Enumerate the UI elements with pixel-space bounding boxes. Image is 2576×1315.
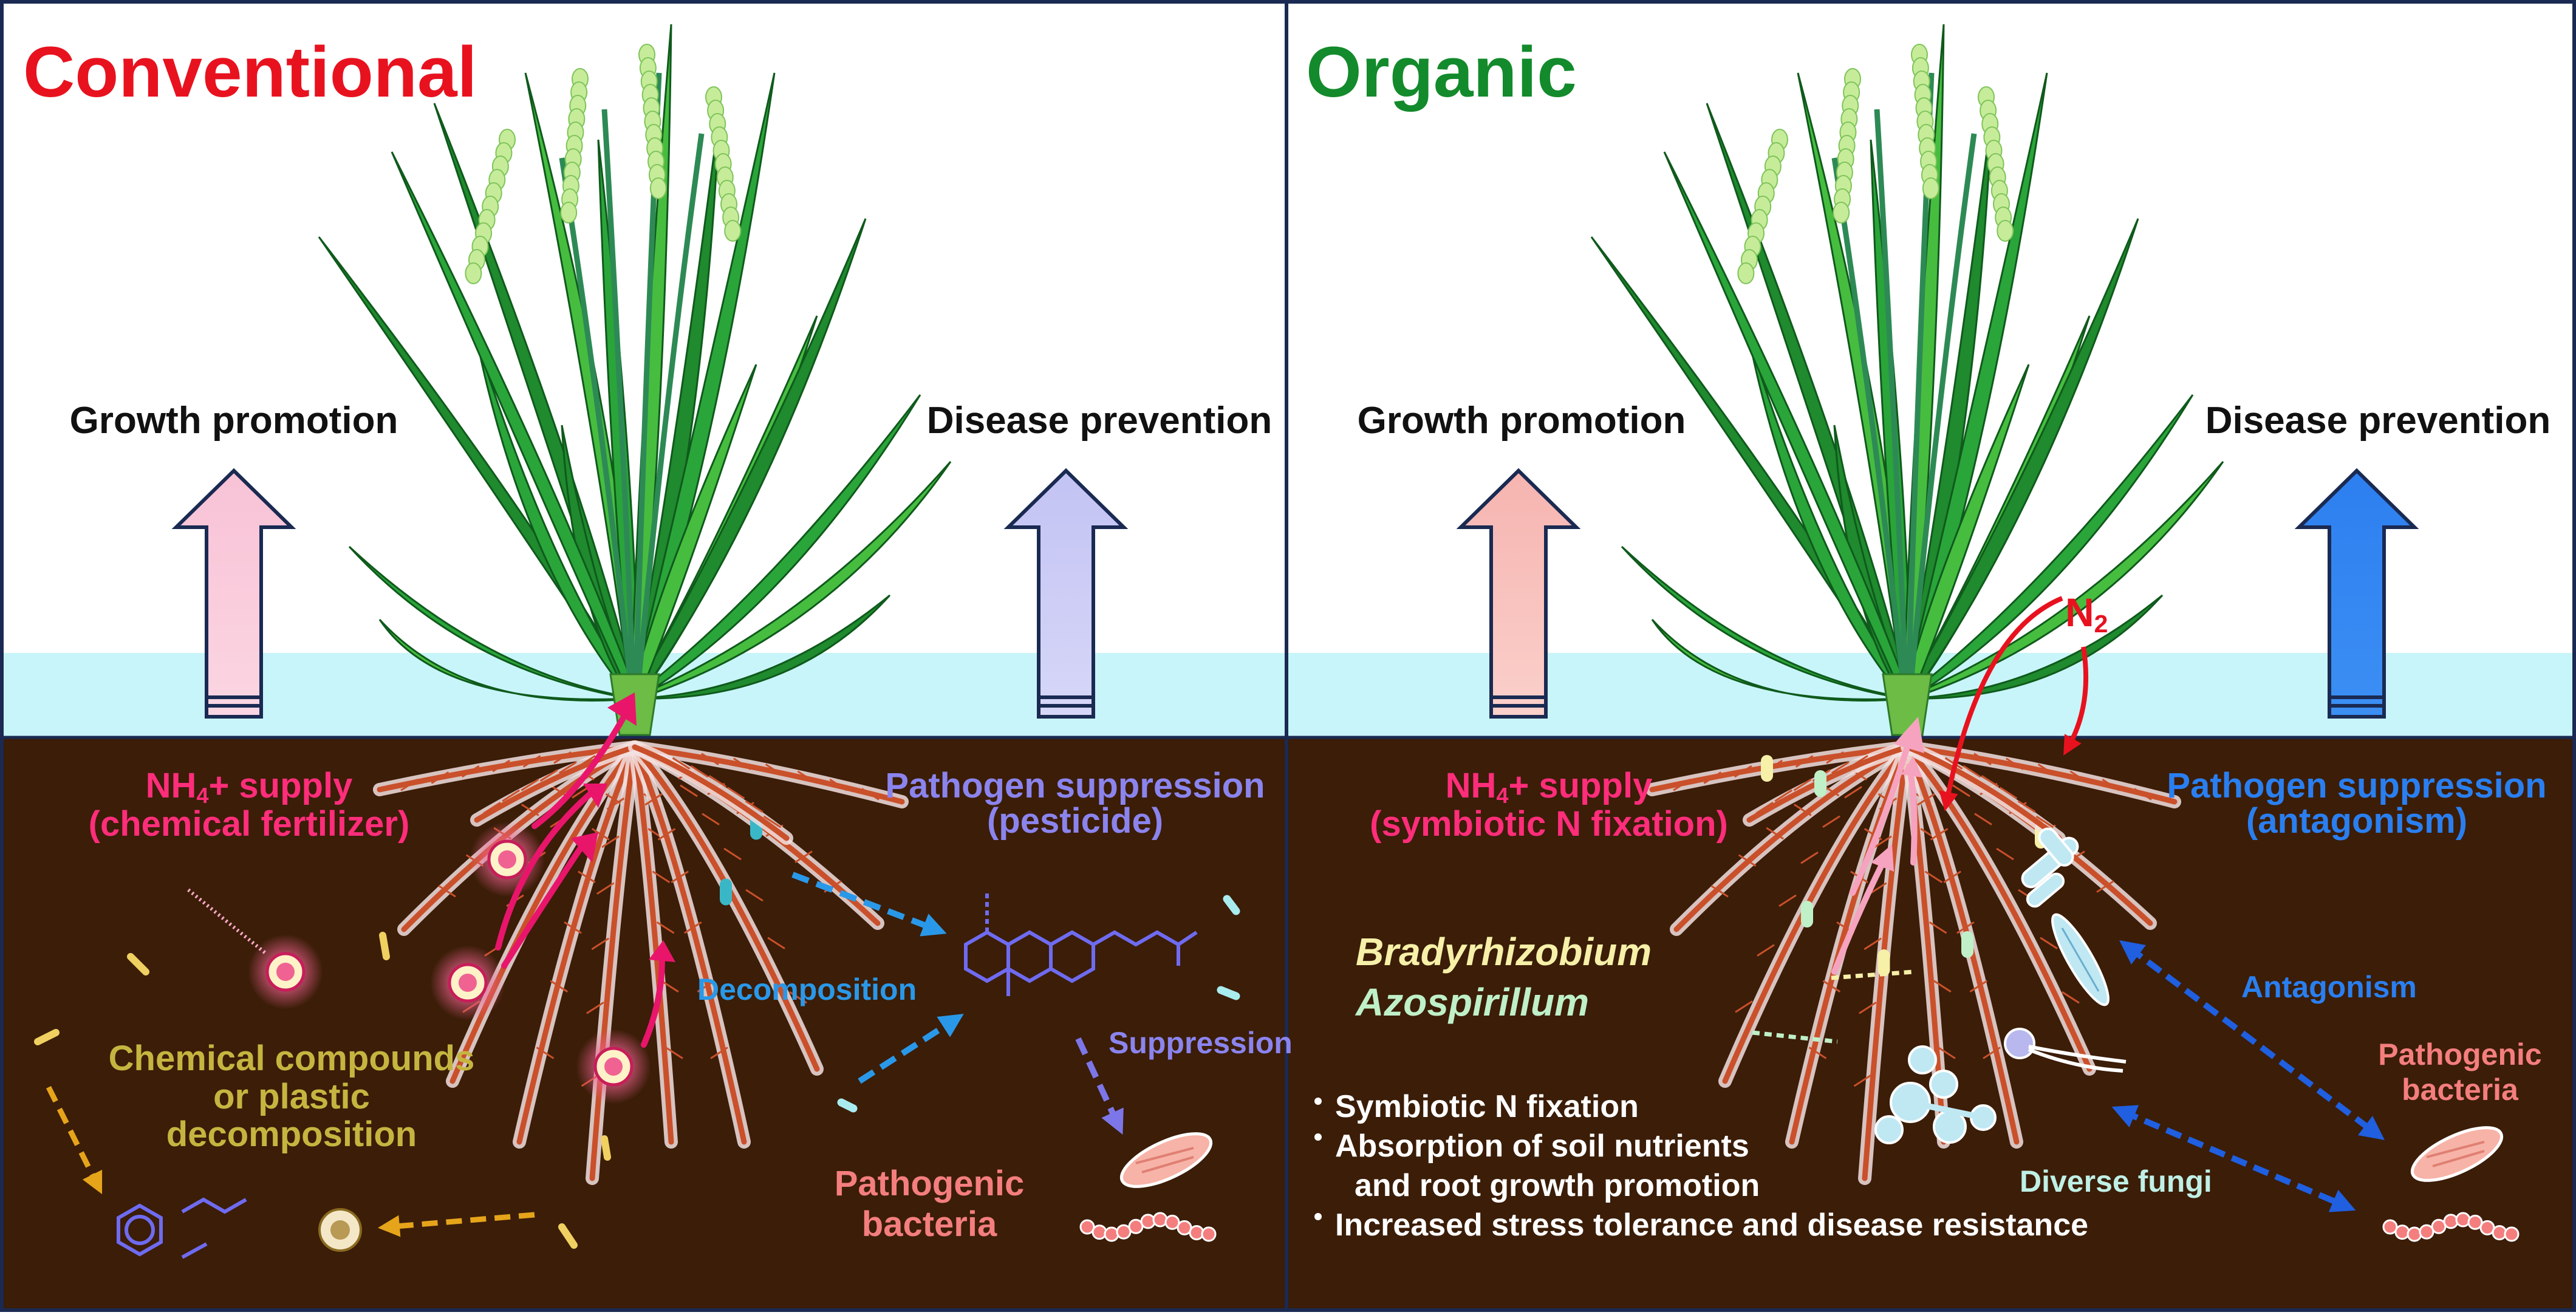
pathogen-suppression-label: Pathogen suppression (pesticide) [885,766,1265,841]
symbiont-dashes-organic [1752,969,1914,1044]
pesticide-molecule [964,893,1198,996]
nh4-uptake-arrows [495,711,665,1048]
disease-arrow-organic [2294,468,2419,719]
pathogen-chain-conv [1079,1212,1217,1242]
growth-arrow-conventional [171,468,296,719]
bullet-dots [1314,1098,1322,1220]
chemical-particles [34,932,611,1249]
pathogen-bacteria-organic [2410,1126,2504,1182]
organic-title: Organic [1306,32,1577,112]
growth-label-conventional: Growth promotion [69,400,398,442]
rice-plant-organic [1590,24,2224,736]
disease-label-conventional: Disease prevention [926,400,1273,442]
bullet-item: and root growth promotion [1355,1168,1760,1203]
growth-label-organic: Growth promotion [1357,400,1686,442]
fungi-organic [1874,827,2127,1144]
nh4-uptake-arrowheads [571,692,675,962]
n2-arrow [1939,596,2063,811]
bullet-item: Symbiotic N fixation [1335,1089,1639,1124]
n2-arrow-2 [2063,646,2089,756]
diverse-fungi-label: Diverse fungi [2020,1164,2212,1198]
microbe-dashes-conv [837,895,1240,1113]
rice-plant-conventional [318,24,952,736]
bullet-item: Increased stress tolerance and disease r… [1335,1207,2089,1243]
disease-arrow-conventional [1003,468,1129,719]
decomposition-label: Decomposition [697,972,917,1006]
disease-label-organic: Disease prevention [2205,400,2551,442]
roots-organic [1645,740,2181,1185]
azospirillum-label: Azospirillum [1356,980,1590,1024]
bullet-list: Symbiotic N fixation Absorption of soil … [1335,1087,2088,1245]
nh4-pointer-line [187,888,267,955]
nh4-supply-label: NH4+ supply (chemical fertilizer) [88,766,410,844]
nh4-uptake-arrows-organic [1831,744,1918,975]
pathogenic-bacteria-label-organic: Pathogenic bacteria [2378,1037,2542,1107]
n2-label: N2 [2065,590,2108,638]
suppression-label: Suppression [1109,1026,1293,1060]
nh4-uptake-arrowheads-organic [1871,717,1924,872]
benzene-molecule [117,1197,247,1259]
chemical-compounds-label: Chemical compounds or plastic decomposit… [108,1039,475,1155]
antagonism-label: Antagonism [2241,970,2417,1004]
bullet-item: Absorption of soil nutrients [1335,1129,1749,1164]
antagonism-arrow-1 [2119,940,2385,1141]
pathogen-bacteria-conv [1119,1132,1213,1188]
pathogen-suppression-label-organic: Pathogen suppression (antagonism) [2167,766,2547,841]
pathogen-chain-organic [2382,1212,2520,1242]
suppression-arrow [1075,1037,1124,1135]
growth-arrow-organic [1456,468,1581,719]
chem-arrow-left [378,1212,535,1237]
chem-arrow-down [46,1085,103,1195]
bradyrhizobium-label: Bradyrhizobium [1356,930,1652,974]
antagonism-arrow-2 [2111,1105,2356,1212]
conventional-title: Conventional [23,32,477,112]
decomposition-arrow-2 [858,1014,964,1084]
degraded-particle [318,1208,362,1252]
nh4-supply-label-organic: NH4+ supply (symbiotic N fixation) [1370,766,1728,844]
pathogenic-bacteria-label-conv: Pathogenic bacteria [834,1164,1025,1244]
